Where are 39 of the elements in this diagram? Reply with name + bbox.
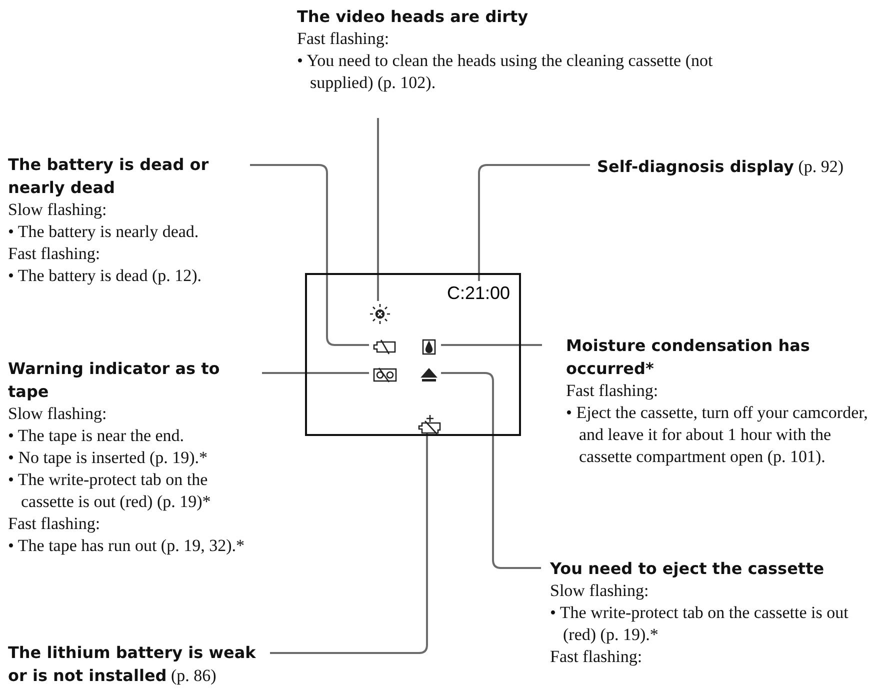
callout-text: • You need to clean the heads using the cleaning cassette (not supplied) (p. 102). bbox=[297, 50, 714, 94]
callout-text: Fast flashing: bbox=[550, 646, 644, 668]
callout-text: • The battery is dead (p. 12). bbox=[8, 265, 203, 287]
leader-line bbox=[270, 433, 428, 654]
crossed-cell-icon bbox=[418, 414, 440, 434]
crossed-battery-icon bbox=[373, 340, 397, 354]
callout-text: Fast flashing: bbox=[8, 243, 102, 265]
eject-icon bbox=[422, 368, 436, 382]
leader-line bbox=[441, 344, 542, 346]
callout-text: Slow flashing: bbox=[550, 580, 650, 602]
leader-line bbox=[250, 164, 369, 346]
callout-text: • The battery is nearly dead. bbox=[8, 221, 200, 243]
callout-heading: The lithium battery is weak or is not installed (p. 86) bbox=[8, 642, 257, 687]
callout-heading: You need to eject the cassette bbox=[550, 558, 826, 580]
callout-text: Fast flashing: bbox=[8, 513, 102, 535]
callout-heading: The battery is dead or nearly dead bbox=[8, 154, 210, 199]
callout-heading: Warning indicator as to tape bbox=[8, 358, 221, 403]
callout-text: • The tape has run out (p. 19, 32).* bbox=[8, 535, 246, 557]
callout-text: Fast flashing: bbox=[566, 380, 660, 402]
callout-text: • The write-protect tab on the cassette is out (red) (p. 19)* bbox=[8, 469, 212, 513]
callout-text: Slow flashing: bbox=[8, 199, 108, 221]
callout-text: Slow flashing: bbox=[8, 403, 108, 425]
leader-line bbox=[377, 118, 379, 301]
callout-heading: Self-diagnosis display (p. 92) bbox=[597, 156, 845, 178]
callout-text: • No tape is inserted (p. 19).* bbox=[8, 447, 209, 469]
flashing-x-icon bbox=[370, 304, 390, 324]
callout-text: • Eject the cassette, turn off your camcorder, and leave it for about 1 hour with the cassette compartment open (p. 101). bbox=[566, 402, 869, 468]
callout-text: • The write-protect tab on the cassette is out (red) (p. 19).* bbox=[550, 602, 850, 646]
display-screen bbox=[305, 273, 521, 436]
leader-line bbox=[478, 164, 590, 281]
crossed-cassette-icon bbox=[373, 368, 397, 382]
leader-line bbox=[262, 372, 369, 374]
drop-icon bbox=[422, 339, 436, 355]
time-code: C:21:00 bbox=[447, 283, 510, 303]
leader-line bbox=[441, 372, 541, 569]
callout-heading: The video heads are dirty bbox=[297, 6, 530, 28]
callout-heading: Moisture condensation has occurred* bbox=[566, 335, 811, 380]
callout-text: • The tape is near the end. bbox=[8, 425, 186, 447]
callout-text: Fast flashing: bbox=[297, 28, 390, 50]
